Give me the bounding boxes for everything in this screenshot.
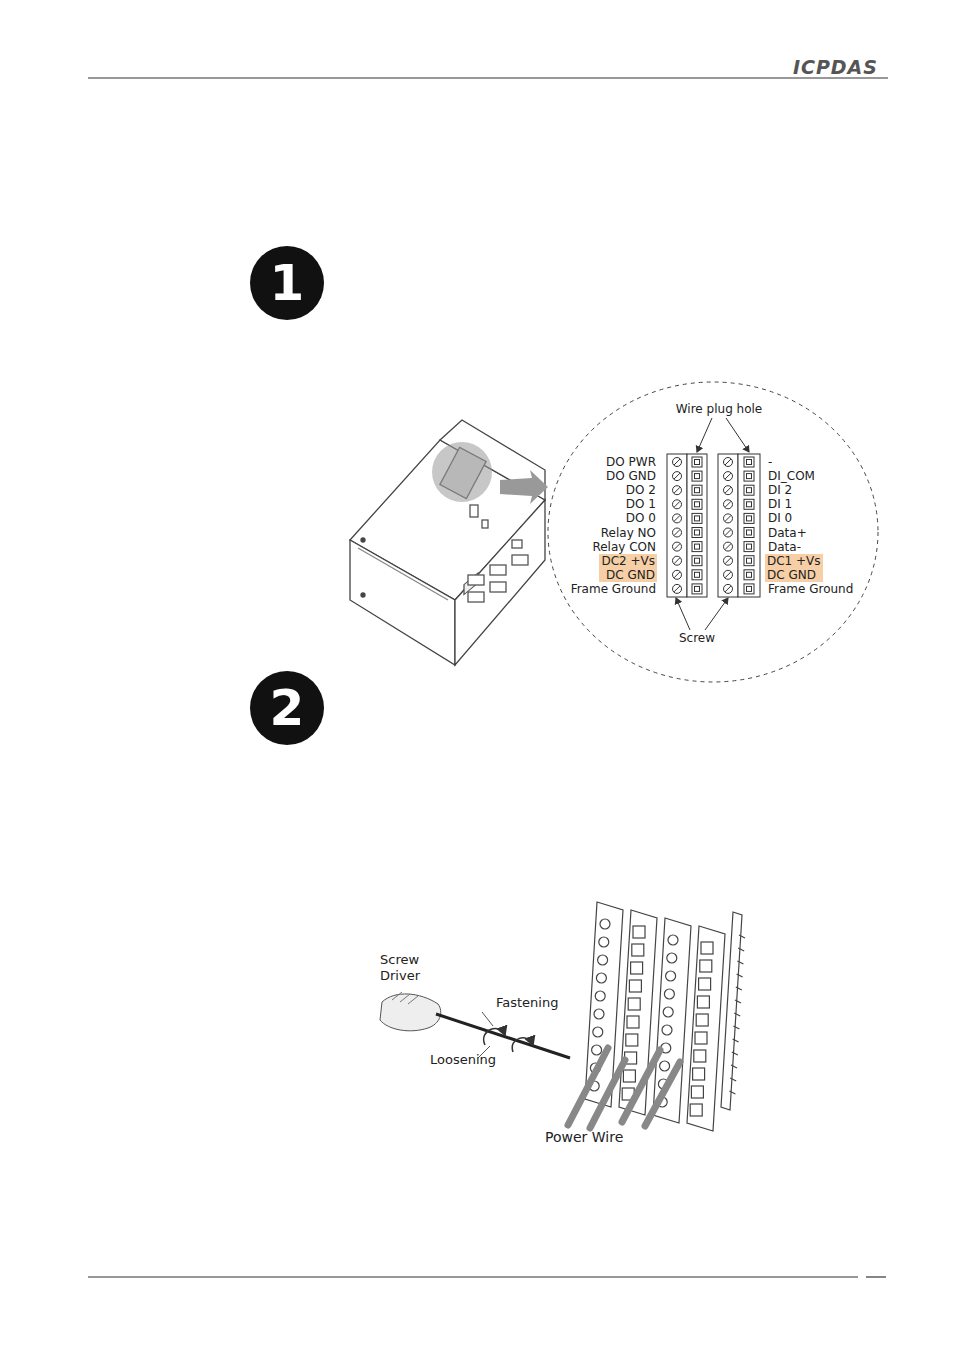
leader-lines: [676, 418, 749, 630]
power-band: DC1 +VsDC GND: [765, 554, 823, 582]
pin-label: DC GND: [601, 568, 655, 582]
callout-label: Screw: [679, 631, 715, 645]
pin-label: DC2 +Vs: [601, 554, 655, 568]
screwdriver: [380, 992, 570, 1058]
pin-label: DI 0: [768, 511, 792, 525]
pin-label: DO 1: [626, 497, 656, 511]
pin-label: Relay CON: [592, 540, 656, 554]
logo: ICPDAS: [793, 56, 878, 78]
pin-label: DO 0: [626, 511, 656, 525]
callout-label: Screw Driver: [380, 952, 440, 984]
power-wires: [568, 1048, 680, 1128]
device-illustration: [350, 420, 545, 665]
callout-label: Loosening: [430, 1052, 496, 1068]
pin-label: -: [768, 455, 772, 469]
terminal-blocks: [667, 454, 760, 597]
pin-label: DI_COM: [768, 469, 815, 483]
power-band: DC2 +VsDC GND: [599, 554, 657, 582]
pin-label: DI 2: [768, 483, 792, 497]
callout-label: Power Wire: [545, 1129, 623, 1146]
pin-label: DO PWR: [606, 455, 656, 469]
pin-label: DI 1: [768, 497, 792, 511]
zoom-arrow: [500, 470, 548, 504]
pin-label: DO GND: [606, 469, 656, 483]
pin-label: Frame Ground: [768, 582, 853, 596]
pin-label: DC GND: [767, 568, 821, 582]
step-digit: 2: [270, 683, 305, 733]
callout-label: Fastening: [496, 995, 558, 1011]
callout-circle: [548, 382, 878, 682]
pin-label: Data+: [768, 526, 807, 540]
step-number: 1: [250, 246, 324, 320]
rules: [88, 78, 888, 1277]
terminal-illustration: [585, 902, 745, 1131]
pin-label: Relay NO: [601, 526, 656, 540]
step-number: 2: [250, 671, 324, 745]
pin-label: Frame Ground: [571, 582, 656, 596]
step-digit: 1: [270, 258, 305, 308]
pin-label: Data-: [768, 540, 801, 554]
pin-label: DC1 +Vs: [767, 554, 821, 568]
zoom-spot: [432, 442, 492, 502]
pin-label: DO 2: [626, 483, 656, 497]
callout-label: Wire plug hole: [676, 402, 762, 416]
